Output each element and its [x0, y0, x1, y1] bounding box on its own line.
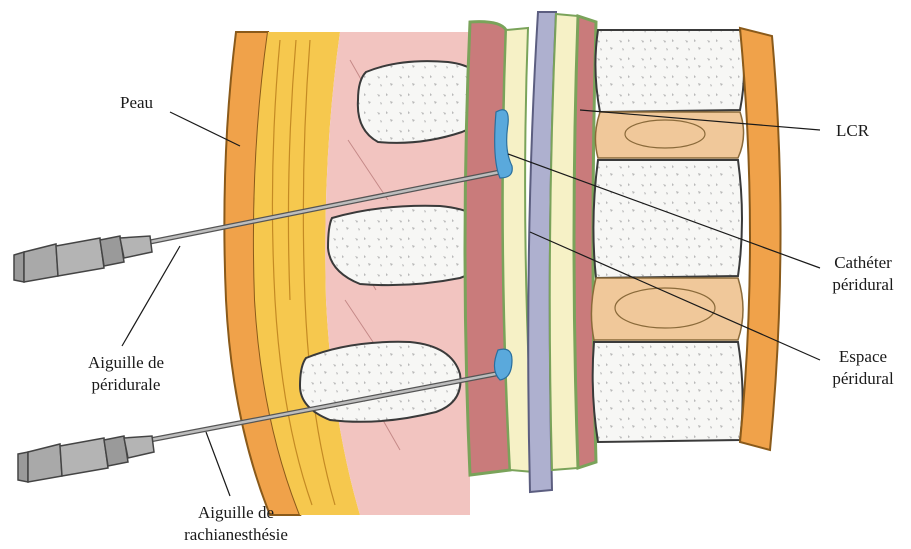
anterior-ligament [740, 28, 781, 450]
label-espace-line1: Espace [818, 346, 908, 368]
vertebra-lower [300, 342, 461, 422]
label-aiguille-peridurale-line2: péridurale [66, 374, 186, 396]
label-catheter-line2: péridural [818, 274, 908, 296]
vertebral-body-low [593, 342, 743, 442]
label-peau-text: Peau [120, 92, 153, 114]
disc-bottom [591, 278, 743, 340]
disc-top [595, 112, 743, 158]
label-catheter: Cathéter péridural [818, 252, 908, 296]
vertebral-body-mid [593, 160, 742, 278]
label-aiguille-peridurale-line1: Aiguille de [66, 352, 186, 374]
label-lcr-text: LCR [836, 120, 869, 142]
label-aiguille-rachi-line2: rachianesthésie [166, 524, 306, 546]
label-catheter-line1: Cathéter [818, 252, 908, 274]
label-aiguille-peridurale: Aiguille de péridurale [66, 352, 186, 396]
label-espace: Espace péridural [818, 346, 908, 390]
label-aiguille-rachi-line1: Aiguille de [166, 502, 306, 524]
label-peau: Peau [120, 92, 153, 114]
label-aiguille-rachi: Aiguille de rachianesthésie [166, 502, 306, 546]
label-espace-line2: péridural [818, 368, 908, 390]
vertebral-body-top [595, 30, 744, 112]
label-lcr: LCR [836, 120, 869, 142]
